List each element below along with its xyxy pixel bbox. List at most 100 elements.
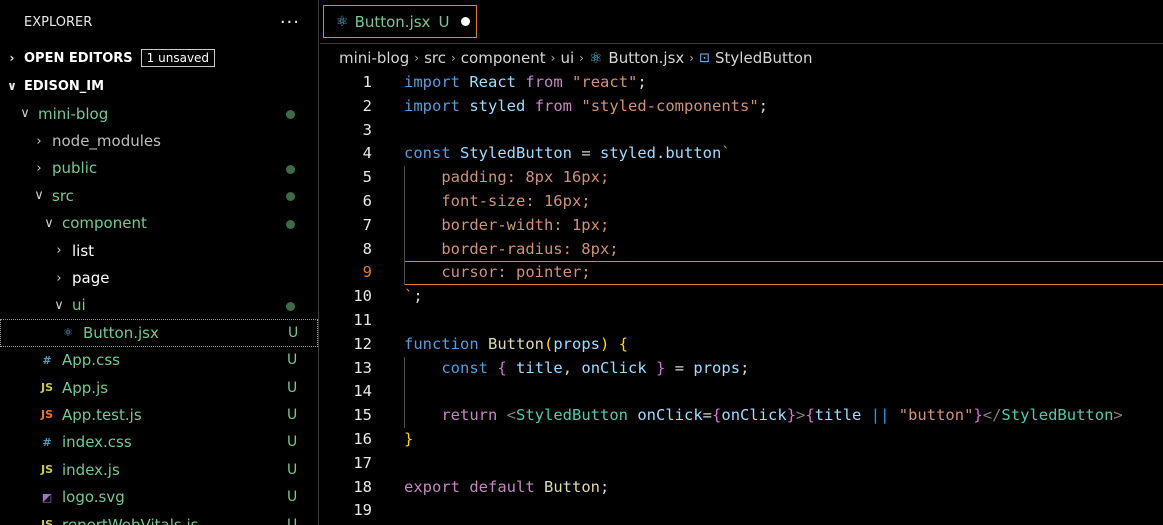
chevron-right-icon: › (450, 51, 456, 65)
code-token: = (665, 358, 694, 377)
code-token (404, 359, 441, 377)
code-token: "react" (572, 73, 638, 91)
line-number: 14 (353, 382, 372, 401)
tree-item-label: reportWebVitals.js (62, 515, 199, 525)
line-number: 16 (353, 429, 372, 448)
breadcrumb-item[interactable]: component (460, 49, 546, 67)
tree-item[interactable]: ›page (0, 264, 318, 291)
tab-button-jsx[interactable]: ⚛ Button.jsx U (323, 5, 477, 38)
code-line[interactable]: 14 (320, 380, 1163, 404)
breadcrumb-item[interactable]: ui (560, 49, 575, 67)
code-token: font-size: 16px; (404, 191, 591, 210)
code-token: StyledButton (460, 144, 572, 163)
tree-item[interactable]: ∨mini-blog (0, 100, 318, 127)
code-text: cursor: pointer; (404, 261, 591, 285)
line-number: 11 (353, 310, 372, 329)
code-token: import (404, 96, 460, 115)
code-token: return (441, 406, 498, 425)
editor-area: ⚛ Button.jsx U mini-blog › src › compone… (320, 0, 1163, 525)
code-token: cursor: pointer; (404, 263, 591, 282)
file-type-icon: # (42, 353, 52, 367)
breadcrumb-item[interactable]: src (424, 49, 446, 67)
code-line[interactable]: 8 border-radius: 8px; (320, 238, 1163, 262)
code-token: from (525, 73, 563, 91)
code-token: || (870, 406, 890, 425)
code-line[interactable]: 6 font-size: 16px; (320, 190, 1163, 214)
code-token: default (469, 477, 535, 496)
code-line[interactable]: 16} (320, 428, 1163, 452)
breadcrumb-item[interactable]: mini-blog (339, 49, 410, 67)
code-line[interactable]: 15 return <StyledButton onClick={onClick… (320, 404, 1163, 428)
code-token: . (656, 144, 666, 163)
code-token: { (712, 406, 722, 425)
indent-guide (404, 356, 405, 428)
tree-item[interactable]: ›node_modules (0, 127, 318, 154)
unsaved-badge: 1 unsaved (140, 49, 216, 67)
tree-item[interactable]: ›public (0, 155, 318, 182)
breadcrumb-item[interactable]: StyledButton (715, 49, 813, 67)
tree-item[interactable]: ∨src (0, 182, 318, 209)
tree-item[interactable]: ›list (0, 237, 318, 264)
more-actions-icon[interactable]: ··· (279, 11, 300, 33)
code-token: props (553, 334, 601, 353)
open-editors-section[interactable]: › OPEN EDITORS 1 unsaved (0, 44, 318, 72)
code-line[interactable]: 9 cursor: pointer; (320, 261, 1163, 285)
code-token (861, 406, 870, 424)
code-line[interactable]: 11 (320, 309, 1163, 333)
code-token (451, 144, 460, 162)
tree-item-label: component (62, 214, 147, 233)
tree-item-label: App.js (62, 378, 109, 397)
code-token (507, 359, 516, 377)
code-token (563, 73, 572, 91)
code-token: onClick (637, 406, 703, 425)
code-line[interactable]: 19 (320, 499, 1163, 523)
unsaved-dot-icon[interactable] (461, 17, 471, 26)
workspace-section[interactable]: ∨ EDISON_IM (0, 72, 318, 100)
code-token: padding: 8px 16px; (404, 168, 610, 187)
tree-item[interactable]: ∨component (0, 210, 318, 237)
code-token: "button" (898, 406, 974, 425)
line-number: 10 (353, 287, 372, 306)
code-token (647, 359, 656, 377)
file-type-icon: JS (40, 408, 53, 422)
code-token: > (1113, 406, 1123, 425)
code-token: Button (488, 334, 544, 353)
code-token: { (497, 358, 507, 377)
tree-item-label: src (52, 186, 74, 205)
git-status: U (287, 434, 298, 451)
chevron-right-icon: › (36, 133, 42, 149)
git-status: U (287, 379, 298, 396)
code-line[interactable]: 17 (320, 452, 1163, 476)
code-line[interactable]: 5 padding: 8px 16px; (320, 166, 1163, 190)
chevron-down-icon: ∨ (7, 79, 17, 93)
code-token: StyledButton (1001, 406, 1114, 425)
tree-item[interactable]: ∨ui (0, 292, 318, 319)
code-line[interactable]: 10`; (320, 285, 1163, 309)
code-token: } (656, 358, 666, 377)
tab-bar: ⚛ Button.jsx U (320, 0, 1163, 44)
tree-item-label: App.test.js (62, 405, 142, 424)
code-token: { (805, 406, 815, 425)
code-line[interactable]: 3 (320, 119, 1163, 143)
modified-dot-icon (286, 301, 295, 311)
code-token (516, 73, 525, 91)
code-line[interactable]: 7 border-width: 1px; (320, 214, 1163, 238)
code-line[interactable]: 13 const { title, onClick } = props; (320, 357, 1163, 381)
tree-item-label: index.js (62, 460, 120, 479)
modified-dot-icon (286, 110, 295, 119)
breadcrumb-item[interactable]: Button.jsx (608, 49, 685, 67)
